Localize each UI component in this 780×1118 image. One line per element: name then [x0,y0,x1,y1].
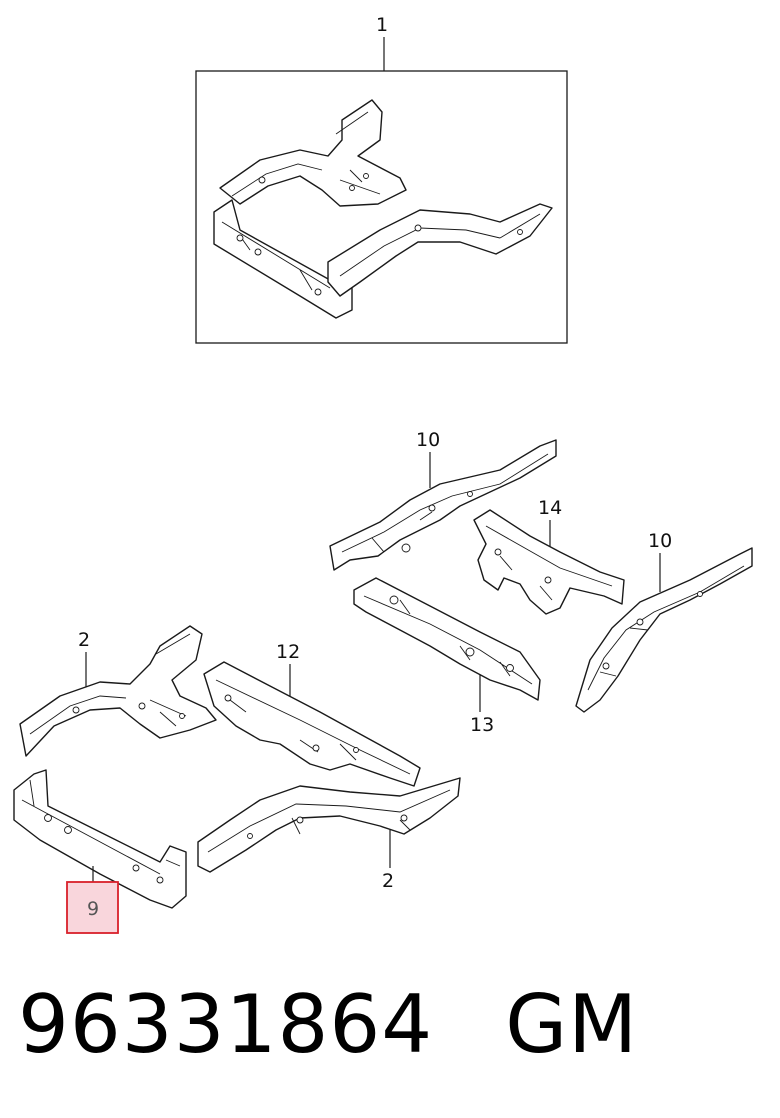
callout-label-9: 9 [87,898,99,920]
part-13[interactable]: 13 [353,577,541,736]
callout-label-2-upper: 2 [78,629,90,651]
callout-label-10-upper: 10 [416,429,440,451]
part-10-right[interactable]: 10 [575,530,753,713]
assembly-drawing [213,99,553,319]
part-10-upper[interactable]: 10 [329,429,557,571]
part-number-text: 96331864 [18,978,434,1071]
brand-text: GM [505,978,639,1071]
callout-label-10-right: 10 [648,530,672,552]
part-9-highlighted[interactable]: 9 [13,769,187,934]
callout-label-12: 12 [276,641,300,663]
assembly-frame-box [195,70,568,344]
callout-label-2-lower: 2 [382,870,394,892]
assembly-callout-1[interactable]: 1 [376,14,388,71]
callout-label-1: 1 [376,14,388,36]
callout-label-13: 13 [470,714,494,736]
highlight-box [66,881,119,934]
callout-label-14: 14 [538,497,562,519]
part-2-upper[interactable]: 2 [19,625,217,757]
part-number-line: 96331864 GM [18,975,638,1075]
part-2-lower[interactable]: 2 [197,777,461,892]
part-14[interactable]: 14 [473,497,625,615]
part-12[interactable]: 12 [203,641,421,787]
